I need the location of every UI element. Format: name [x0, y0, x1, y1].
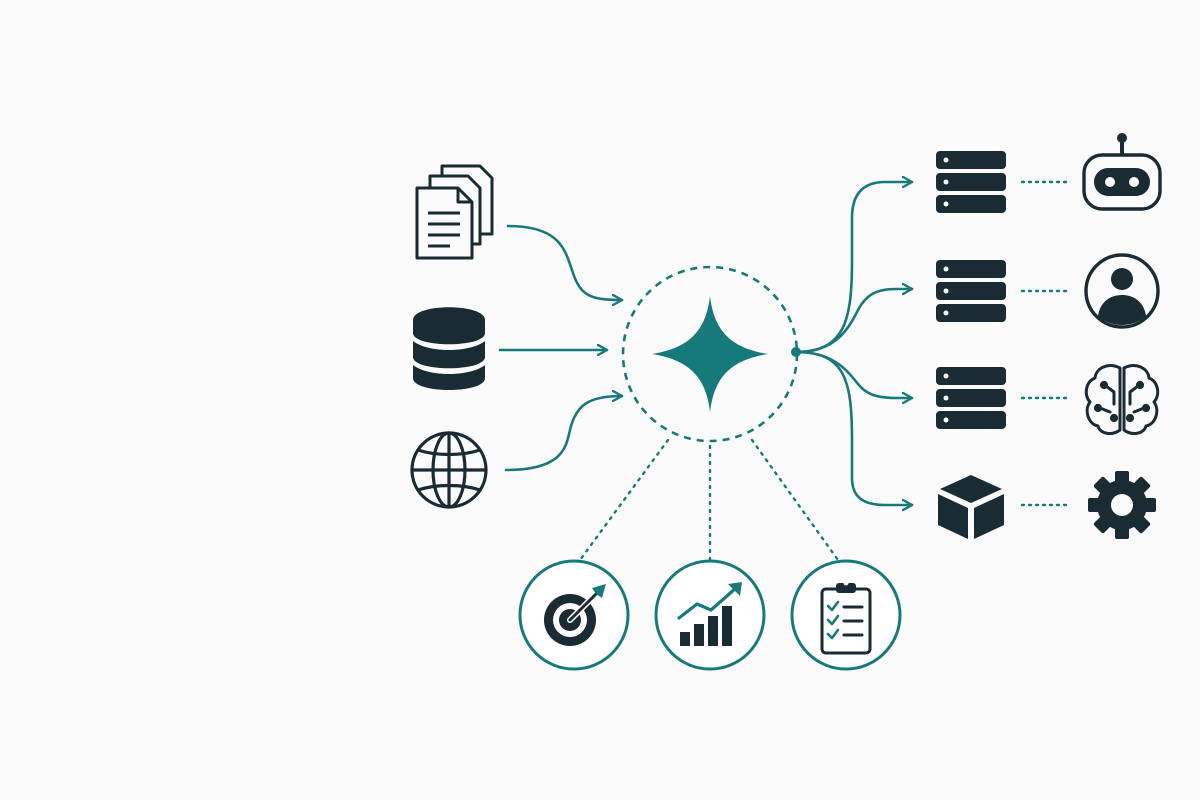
checklist-icon	[790, 559, 902, 671]
target-icon	[518, 559, 630, 671]
brain-circuit-icon	[1084, 364, 1160, 435]
growth-chart-icon	[654, 559, 766, 671]
store-consumer-links	[1020, 180, 1072, 507]
dotted-link	[750, 438, 840, 562]
robot-icon	[1082, 133, 1162, 211]
center-node	[621, 265, 799, 443]
connector-documents-to-center	[506, 224, 624, 300]
server-icon	[936, 151, 1006, 213]
objective-links	[578, 438, 840, 562]
gear-icon	[1088, 471, 1156, 539]
connector-center-to-output-3	[794, 350, 914, 398]
input-connectors	[498, 224, 624, 472]
globe-icon	[410, 431, 488, 509]
connector-center-to-output-4	[794, 350, 914, 505]
output-junction-dot	[791, 347, 801, 357]
center-dashed-ring	[621, 265, 799, 443]
documents-icon	[415, 164, 494, 260]
user-icon	[1084, 253, 1160, 329]
dotted-link	[578, 438, 670, 562]
connector-globe-to-center	[504, 396, 624, 472]
cube-icon	[938, 475, 1004, 539]
database-icon	[413, 307, 485, 390]
server-icon	[936, 367, 1006, 429]
output-connectors	[794, 182, 914, 505]
connector-center-to-output-2	[794, 289, 914, 354]
connector-center-to-output-1	[794, 182, 914, 354]
sparkle-icon	[652, 296, 768, 412]
server-icon	[936, 260, 1006, 322]
